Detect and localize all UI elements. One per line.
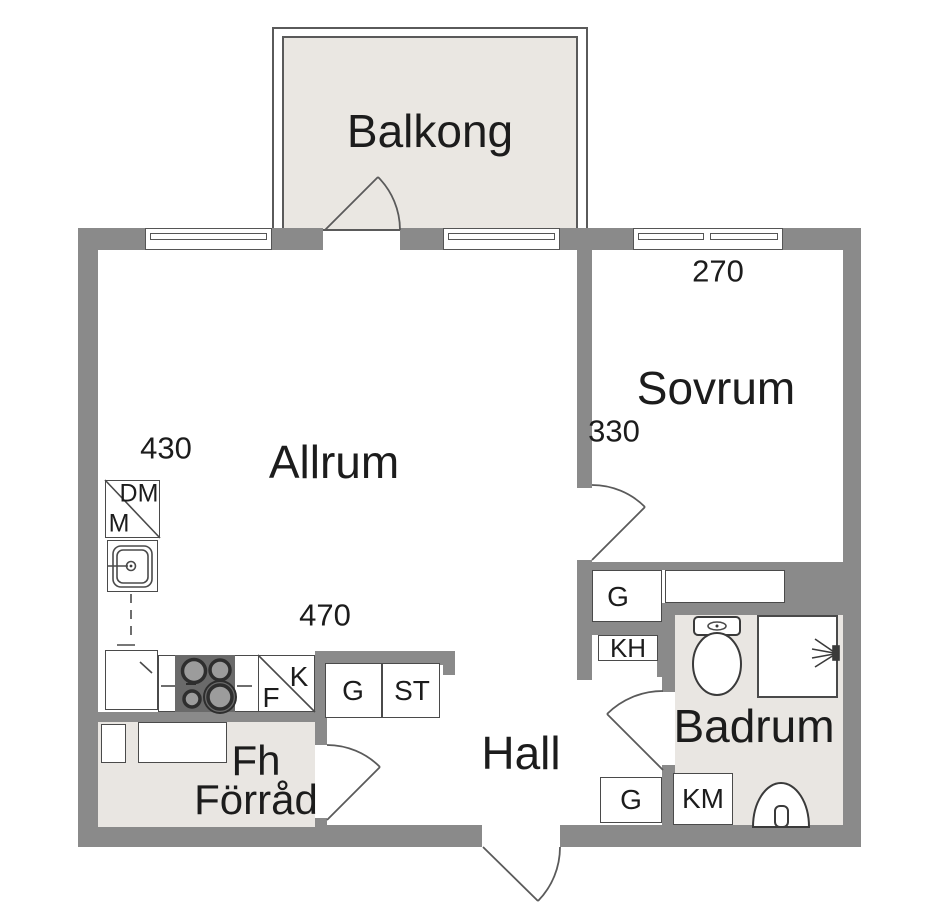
window-glass — [710, 233, 778, 240]
window-glass — [638, 233, 704, 240]
fixture-label-fridge-k: K — [289, 661, 309, 692]
wall-stub-right-of-st — [443, 665, 455, 675]
wardrobe-g-kitchenside — [325, 663, 382, 718]
wall-top-segment-e — [783, 228, 861, 250]
wall-exterior-left — [78, 228, 98, 847]
hat-shelf-kh — [598, 635, 658, 661]
wall-top-segment-b — [272, 228, 323, 250]
window-livingroom-right — [443, 228, 560, 250]
wall-bathroom-left-lower — [662, 765, 675, 827]
fixture-label-kh: KH — [609, 633, 647, 663]
fixture-label-freezer-f: F — [262, 682, 280, 713]
bedroom-door-swing — [591, 484, 646, 561]
counter-dashed-edge — [117, 594, 135, 646]
room-label-hall: Hall — [481, 727, 561, 779]
window-livingroom-left — [145, 228, 272, 250]
dimension-sovrum-width: 270 — [692, 253, 744, 289]
fixture-label-g-kitchenside: G — [342, 675, 364, 706]
wall-livingroom-bedroom-lower — [577, 560, 592, 680]
fixture-label-km: KM — [682, 783, 724, 814]
fixture-label-micro: M — [108, 509, 130, 538]
room-label-livingroom: Allrum — [268, 436, 400, 488]
shelf-st — [382, 663, 440, 718]
wall-kitchen-storage-divider — [98, 712, 318, 722]
wall-top-segment-c — [400, 228, 443, 250]
fixture-label-g-bedroomside: G — [607, 581, 629, 612]
wall-bathroom-left-upper — [662, 615, 675, 692]
wall-kitchen-hall-vertical — [315, 653, 327, 745]
fixture-label-st: ST — [394, 675, 430, 706]
room-label-balcony: Balkong — [346, 105, 514, 157]
wall-stub-below-storage-door — [315, 818, 327, 827]
dimension-allrum-length: 470 — [299, 597, 351, 633]
storage-door-swing — [326, 744, 381, 821]
storage-shelf-small — [101, 724, 126, 763]
window-glass — [150, 233, 267, 240]
wall-top-segment-d — [560, 228, 633, 250]
bathroom-door-swing — [606, 690, 664, 771]
entrance-door-swing — [482, 846, 561, 902]
bedroom-closet-niche — [665, 570, 785, 603]
kitchen-corner-cabinet — [105, 650, 158, 710]
fixture-label-dishwasher: DM — [119, 479, 159, 508]
stove — [175, 655, 235, 712]
wall-livingroom-bedroom-upper — [577, 250, 592, 488]
wall-bottom-left-of-entrance — [78, 825, 482, 847]
window-bedroom — [633, 228, 783, 250]
dimension-allrum-width: 430 — [140, 430, 192, 466]
dimension-sovrum-length: 330 — [588, 413, 640, 449]
room-label-bedroom: Sovrum — [636, 362, 796, 414]
shower-cabin — [757, 615, 838, 698]
wardrobe-g-bedroomside — [592, 570, 662, 622]
wall-top-segment-a — [78, 228, 145, 250]
wall-exterior-right — [843, 228, 861, 847]
wall-bottom-right-of-entrance — [560, 825, 861, 847]
room-label-bathroom: Badrum — [673, 700, 835, 752]
wall-between-g-and-kh — [577, 622, 673, 635]
room-label-storage-line2: Förråd — [194, 776, 318, 823]
wardrobe-g-hall — [600, 777, 662, 823]
fixture-label-g-hall: G — [620, 784, 642, 815]
kitchen-sink-cabinet — [107, 540, 158, 592]
room-label-storage-line1: Fh — [231, 737, 281, 784]
washing-machine-km — [673, 773, 733, 825]
wall-bedroom-bottom — [592, 562, 843, 570]
wall-above-g-st — [315, 651, 455, 665]
storage-shelf — [138, 722, 227, 763]
window-glass — [448, 233, 555, 240]
wall-bathroom-top — [662, 603, 843, 615]
wall-right-of-niche — [785, 570, 843, 603]
